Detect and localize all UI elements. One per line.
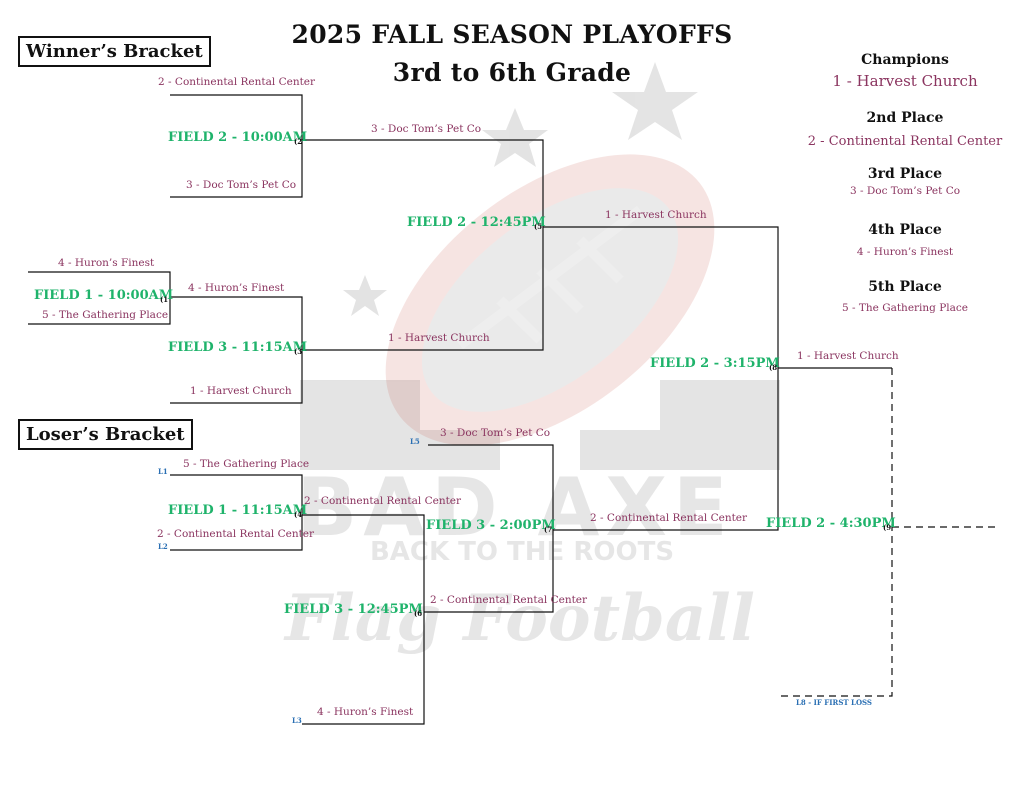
team-label: 4 - Huron’s Finest <box>58 257 155 269</box>
third-place-heading: 3rd Place <box>867 166 943 182</box>
bracket-connector <box>302 139 544 351</box>
watermark-star-icon <box>612 62 698 140</box>
team-label: 4 - Huron’s Finest <box>317 706 414 718</box>
second-place-heading: 2nd Place <box>866 110 944 126</box>
team-label: 2 - Continental Rental Center <box>304 495 462 507</box>
watermark-star-icon <box>482 108 548 167</box>
team-label: 5 - The Gathering Place <box>183 458 310 470</box>
team-label: 1 - Harvest Church <box>797 350 899 362</box>
watermark-star-icon <box>343 275 387 316</box>
fourth-place-heading: 4th Place <box>868 222 942 238</box>
fifth-place-heading: 5th Place <box>868 279 942 295</box>
fifth-place-team: 5 - The Gathering Place <box>841 302 969 314</box>
bracket-connector <box>170 94 303 198</box>
if-necessary-connector <box>778 368 893 697</box>
bracket-connector <box>424 444 554 613</box>
game-field-time: FIELD 3 - 2:00PM <box>426 518 556 533</box>
third-place-team: 3 - Doc Tom’s Pet Co <box>849 185 961 197</box>
team-label: 3 - Doc Tom’s Pet Co <box>371 123 482 135</box>
watermark-shield-icon <box>580 380 780 470</box>
champions-team: 1 - Harvest Church <box>832 72 978 90</box>
page-subtitle: 3rd to 6th Grade <box>392 58 632 87</box>
team-label: 1 - Harvest Church <box>388 332 490 344</box>
bracket-connector <box>28 271 171 325</box>
loss-reference: L1 <box>158 467 168 476</box>
game-field-time: FIELD 2 - 4:30PM <box>766 516 896 531</box>
game-number: (3 <box>294 347 303 356</box>
team-label: 4 - Huron’s Finest <box>188 282 285 294</box>
game-field-time: FIELD 2 - 3:15PM <box>650 356 780 371</box>
team-label: 3 - Doc Tom’s Pet Co <box>186 179 297 191</box>
bracket-connector <box>302 514 425 725</box>
game-field-time: FIELD 3 - 12:45PM <box>284 602 423 617</box>
game-field-time: FIELD 1 - 10:00AM <box>34 288 174 303</box>
game-number: (2 <box>294 137 303 146</box>
team-label: 2 - Continental Rental Center <box>158 76 316 88</box>
game-field-time: FIELD 2 - 12:45PM <box>407 215 546 230</box>
watermark-title: BAD AXE <box>296 461 733 554</box>
game-field-time: FIELD 3 - 11:15AM <box>168 340 308 355</box>
losers-bracket-label: Loser’s Bracket <box>18 419 193 450</box>
team-label: 5 - The Gathering Place <box>42 309 169 321</box>
team-label: 1 - Harvest Church <box>190 385 292 397</box>
winners-bracket-label: Winner’s Bracket <box>18 36 211 67</box>
loss-reference: L8 - IF FIRST LOSS <box>796 698 872 707</box>
game-number: (8 <box>769 363 778 372</box>
game-number: (7 <box>544 525 553 534</box>
game-field-time: FIELD 1 - 11:15AM <box>168 503 308 518</box>
game-number: (5 <box>534 222 543 231</box>
team-label: 2 - Continental Rental Center <box>430 594 588 606</box>
loss-reference: L5 <box>410 437 420 446</box>
fourth-place-team: 4 - Huron’s Finest <box>856 246 954 258</box>
team-label: 1 - Harvest Church <box>605 209 707 221</box>
loss-reference: L3 <box>292 716 302 725</box>
champions-heading: Champions <box>861 52 949 68</box>
bracket-connector <box>170 474 303 551</box>
game-number: (4 <box>294 510 303 519</box>
game-number: (1 <box>160 295 169 304</box>
game-number: (6 <box>414 609 423 618</box>
game-number: (9 <box>883 523 892 532</box>
game-field-time: FIELD 2 - 10:00AM <box>168 130 308 145</box>
watermark-shield-icon <box>300 380 500 470</box>
bracket-connector <box>543 226 779 531</box>
watermark-script: Flag Football <box>283 581 755 656</box>
watermark-subtitle: BACK TO THE ROOTS <box>370 537 674 567</box>
loss-reference: L2 <box>158 542 168 551</box>
second-place-team: 2 - Continental Rental Center <box>807 134 1003 149</box>
team-label: 2 - Continental Rental Center <box>590 512 748 524</box>
team-label: 3 - Doc Tom’s Pet Co <box>440 427 551 439</box>
page-title: 2025 FALL SEASON PLAYOFFS <box>291 20 733 49</box>
team-label: 2 - Continental Rental Center <box>157 528 315 540</box>
